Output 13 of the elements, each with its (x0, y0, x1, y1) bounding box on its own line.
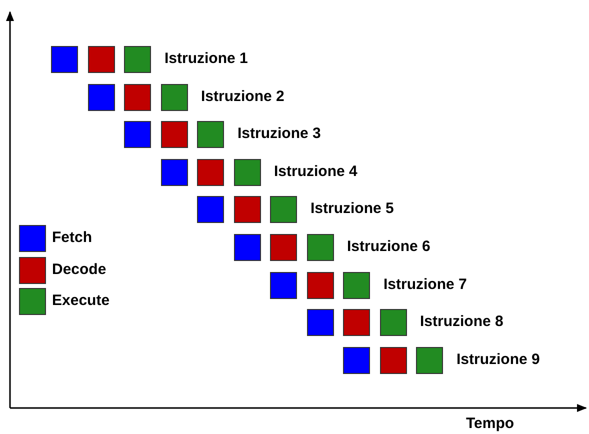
instruction-label: Istruzione 9 (456, 350, 540, 369)
instruction-label: Istruzione 4 (274, 162, 358, 181)
legend-label: Execute (52, 292, 110, 310)
instruction-label: Istruzione 6 (347, 238, 430, 256)
instruction-label: Istruzione 1 (164, 50, 248, 68)
axis-label: Tempo (466, 415, 514, 433)
legend-label: Fetch (52, 229, 92, 247)
instruction-label: Istruzione 3 (238, 125, 321, 144)
instruction-label: Istruzione 7 (384, 276, 467, 294)
instruction-label: Istruzione 8 (420, 313, 504, 332)
instruction-label: Istruzione 5 (310, 200, 394, 218)
instruction-label: Istruzione 2 (201, 88, 284, 106)
legend-label: Decode (52, 260, 106, 278)
